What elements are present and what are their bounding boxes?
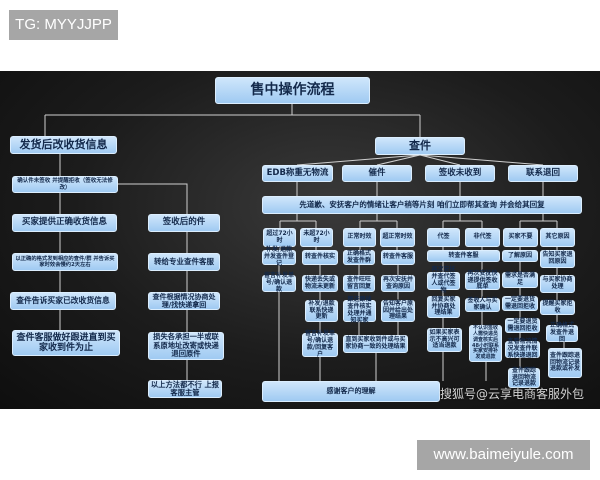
sub-over-normal-time: 超正常时效 [380, 228, 415, 247]
c4-step-3: 告知客户原因并给出处理结果 [381, 299, 415, 322]
c4-step-1: 转查件客服 [381, 250, 415, 265]
title-box: 售中操作流程 [215, 77, 370, 104]
cat-return-box: 联系退回 [508, 165, 578, 182]
c8-step-5: 查件跟踪退回物流记录退款或补发 [548, 348, 582, 378]
left-head-box: 发货后改收货信息 [10, 136, 117, 154]
c4-step-2: 再次安抚并查询原因 [381, 275, 415, 292]
sign-transfer-box: 转查件客服 [427, 250, 500, 262]
c7-step-5: 查看物流情况发查件联系快递退回 [505, 338, 540, 359]
c2-step-1: 转查件核实 [302, 250, 338, 265]
c7-step-2: 需求是否满足 [502, 272, 538, 288]
merge-result-box: 直到买家收到件或与买家协商一致的处理结果 [343, 335, 408, 353]
sub-under-72h: 未超72小时 [300, 228, 333, 247]
c5-step-3: 如果买家表示不高兴可适当退款 [427, 328, 462, 352]
left-tell-buyer-box: 查件告诉买家已改收货信息 [10, 292, 116, 310]
c6-step-1: 再次安抚快递提供签收底单 [465, 270, 500, 290]
flowchart-image: 售中操作流程 发货后改收货信息 确认件未签收 并提醒拒收（签收无法修改） 买家提… [0, 71, 600, 409]
sub-not-proxy: 非代签 [465, 228, 500, 247]
c2-step-3: 补发/退款联系快递更新 [305, 300, 338, 322]
signed-escalate-box: 以上方法都不行 上报客服主管 [148, 380, 222, 398]
cat-signed-not-received-box: 签收未收到 [425, 165, 495, 182]
c8-step-4: 正确格式发查件退回 [546, 322, 578, 343]
sub-over-72h: 超过72小时 [263, 228, 296, 247]
thanks-box: 感谢客户的理解 [262, 381, 440, 402]
c3-step-1: 正确格式发查件群 [343, 250, 375, 265]
c6-step-2: 签收人与买家确认 [465, 297, 500, 312]
c5-step-1: 再次安抚并查代签人或代签物 [427, 266, 460, 294]
c3-step-2: 查件旺旺留言回复 [343, 275, 375, 292]
c6-step-3: 不认识签收人需快递员调查核实后48小时联系买家安排补发或退款 [469, 325, 502, 362]
c7-step-4: 一定要退货需退回拒收 [505, 318, 540, 333]
c1-step-1: 补发/退款并发查件登记 [262, 246, 296, 267]
sub-proxy-signed: 代签 [427, 228, 460, 247]
left-buyer-info-box: 买家提供正确收货信息 [12, 214, 117, 232]
signed-negotiate-box: 查件根据情况协商处理/找快递拿回 [148, 292, 220, 310]
left-send-format-box: 以正确的格式发到相应的查件/群 并告诉买家时效会慢约2天左右 [12, 253, 118, 271]
sub-normal-time: 正常时效 [343, 228, 376, 247]
c8-step-2: 与买家协商处理 [540, 275, 575, 293]
c5-step-2: 回复买家并协商处理结果 [427, 296, 460, 318]
c7-step-6: 查件跟踪退回物流记录退款 [508, 367, 540, 388]
query-head-box: 查件 [375, 137, 465, 155]
soothe-box: 先道歉、安抚客户的情绪让客户稍等片刻 咱们立即帮其查询 并会给其回复 [262, 196, 582, 214]
cat-edb-box: EDB称重无物流 [262, 165, 333, 182]
signed-loss-box: 损失各承担一半或联系原地址改寄或快递退回原件 [148, 332, 224, 360]
watermark: 搜狐号@云享电商客服外包 [440, 387, 585, 401]
connector-lines [44, 104, 565, 381]
c2-step-4: 留言补发单号/确认退款/回复客户 [302, 330, 338, 358]
c2-step-2: 快递丢失或物流未更新 [302, 275, 338, 292]
cat-urge-box: 催件 [342, 165, 412, 182]
c8-step-3: 提醒买家拒收 [540, 300, 575, 315]
signed-head-box: 签收后的件 [148, 214, 220, 232]
url-label-bottom: www.baimeiyule.com [417, 440, 590, 470]
tag-label-top: TG: MYYJJPP [9, 10, 118, 40]
c7-step-3: 一定要退货需退回拒收 [502, 296, 538, 311]
c3-step-3: 跟进跟催查件核实处理并通知买家 [343, 296, 376, 324]
sub-other-reason: 其它原因 [540, 228, 575, 247]
signed-transfer-box: 转给专业查件客服 [148, 253, 220, 271]
left-confirm-box: 确认件未签收 并提醒拒收（签收无法修改） [12, 176, 118, 193]
sub-buyer-declines: 买家不要 [503, 228, 538, 247]
c8-step-1: 告知买家退回原因 [540, 250, 575, 268]
c7-step-1: 了解原因 [502, 250, 538, 262]
left-follow-box: 查件客服做好跟进直到买家收到件为止 [12, 330, 120, 356]
c1-step-2: 留言补发单号/确认退款 [262, 272, 296, 293]
